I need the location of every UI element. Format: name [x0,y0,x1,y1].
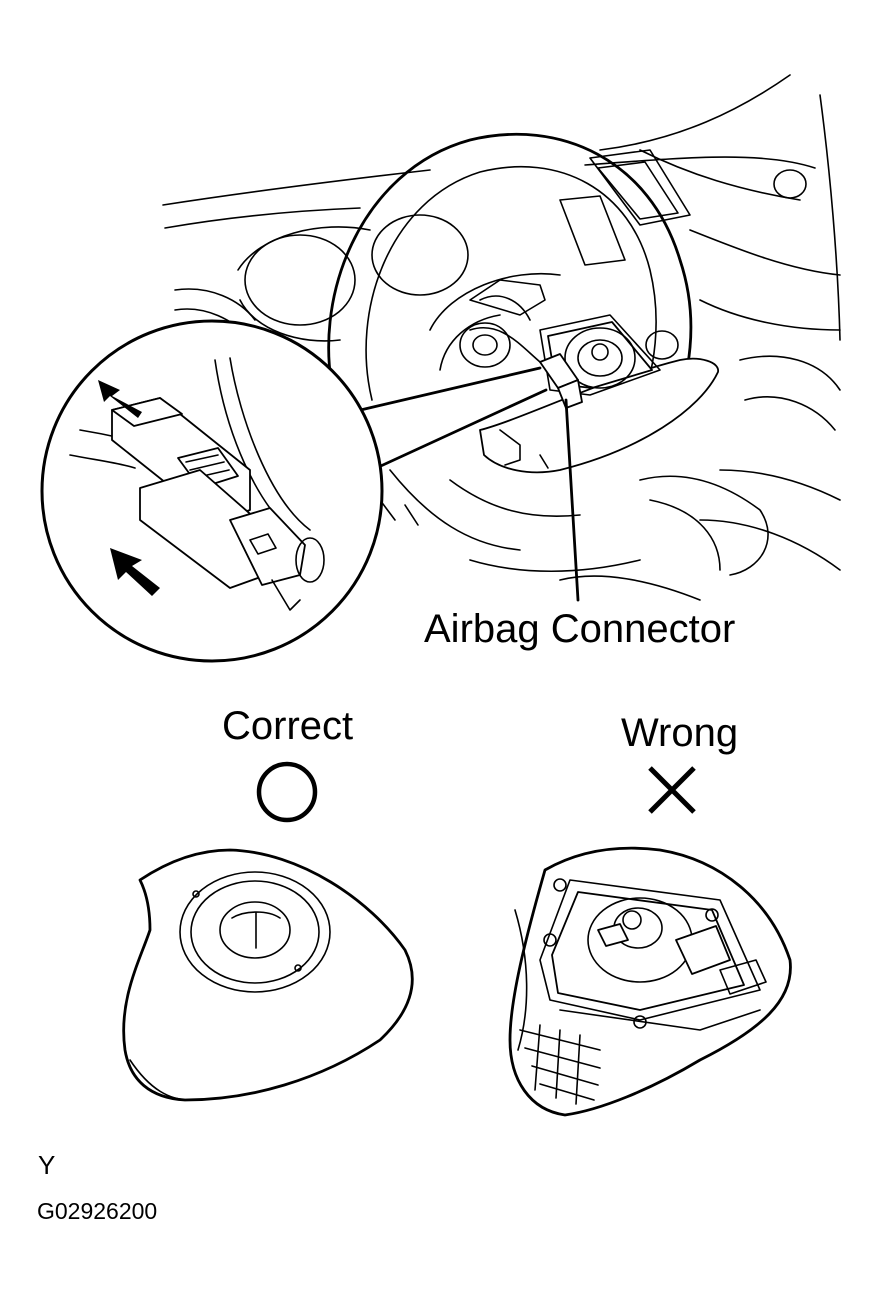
figure-id-label: G02926200 [37,1198,158,1224]
wrong-label: Wrong [621,711,739,755]
steering-wheel [327,132,769,576]
pull-arrow-icon [98,380,142,418]
airbag-connector-label: Airbag Connector [424,607,736,651]
connector-detail-circle [40,319,384,663]
airbag-pad-rear [508,846,792,1117]
wrong-cross-icon [648,766,696,814]
view-code-label: Y [38,1150,56,1180]
push-arrow-icon [110,548,160,596]
correct-circle-icon [256,761,318,823]
airbag-module-installed [469,279,719,474]
connector-leader-line [564,398,580,602]
airbag-pad-front [122,848,414,1102]
zoom-wedge [350,366,548,472]
correct-label: Correct [222,704,354,748]
